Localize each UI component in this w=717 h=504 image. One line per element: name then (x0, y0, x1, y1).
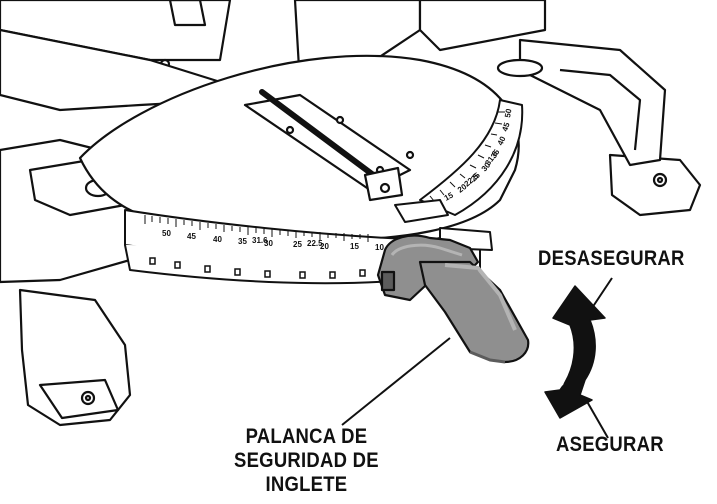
front-scale-label: 25 (293, 240, 302, 249)
front-scale-label: 45 (187, 232, 196, 241)
miter-lock-lever[interactable] (376, 234, 530, 364)
side-scale-label: 45 (500, 121, 511, 133)
lever-leader-line (341, 337, 451, 426)
saw-base (0, 38, 702, 427)
lock-label: ASEGURAR (556, 433, 664, 456)
lock-leader-line (584, 397, 609, 439)
lever-label-line-1: PALANCA DE (245, 425, 368, 448)
front-scale-ticks (144, 215, 369, 242)
lever-label-line-3: INGLETE (265, 473, 348, 496)
front-scale-label: 31.6 (252, 236, 268, 245)
index-bracket (394, 199, 493, 251)
front-scale-label: 30 (264, 239, 273, 248)
rotation-arrow (544, 285, 606, 419)
front-scale-label: 50 (162, 229, 171, 238)
turntable (78, 54, 520, 242)
front-scale-numbers: 50 45 40 35 31.6 30 25 22.5 20 15 10 (162, 229, 384, 252)
unlock-label: DESASEGURAR (538, 247, 685, 270)
left-foot (18, 288, 132, 427)
side-scale-label: 50 (503, 107, 514, 118)
unlock-leader-line (591, 277, 613, 309)
front-scale-label: 15 (350, 242, 359, 251)
front-scale-label: 10 (375, 243, 384, 252)
front-scale-label: 22.5 (307, 239, 323, 248)
side-miter-scale (419, 99, 524, 216)
front-scale-label: 40 (213, 235, 222, 244)
detent-notches (149, 257, 366, 279)
front-scale-label: 20 (320, 242, 329, 251)
lever-label-line-2: SEGURIDAD DE (234, 449, 379, 472)
front-scale-label: 35 (238, 237, 247, 246)
miter-lock-lever-label: PALANCA DE SEGURIDAD DE INGLETE (234, 425, 379, 497)
side-scale-label: 40 (496, 134, 508, 146)
